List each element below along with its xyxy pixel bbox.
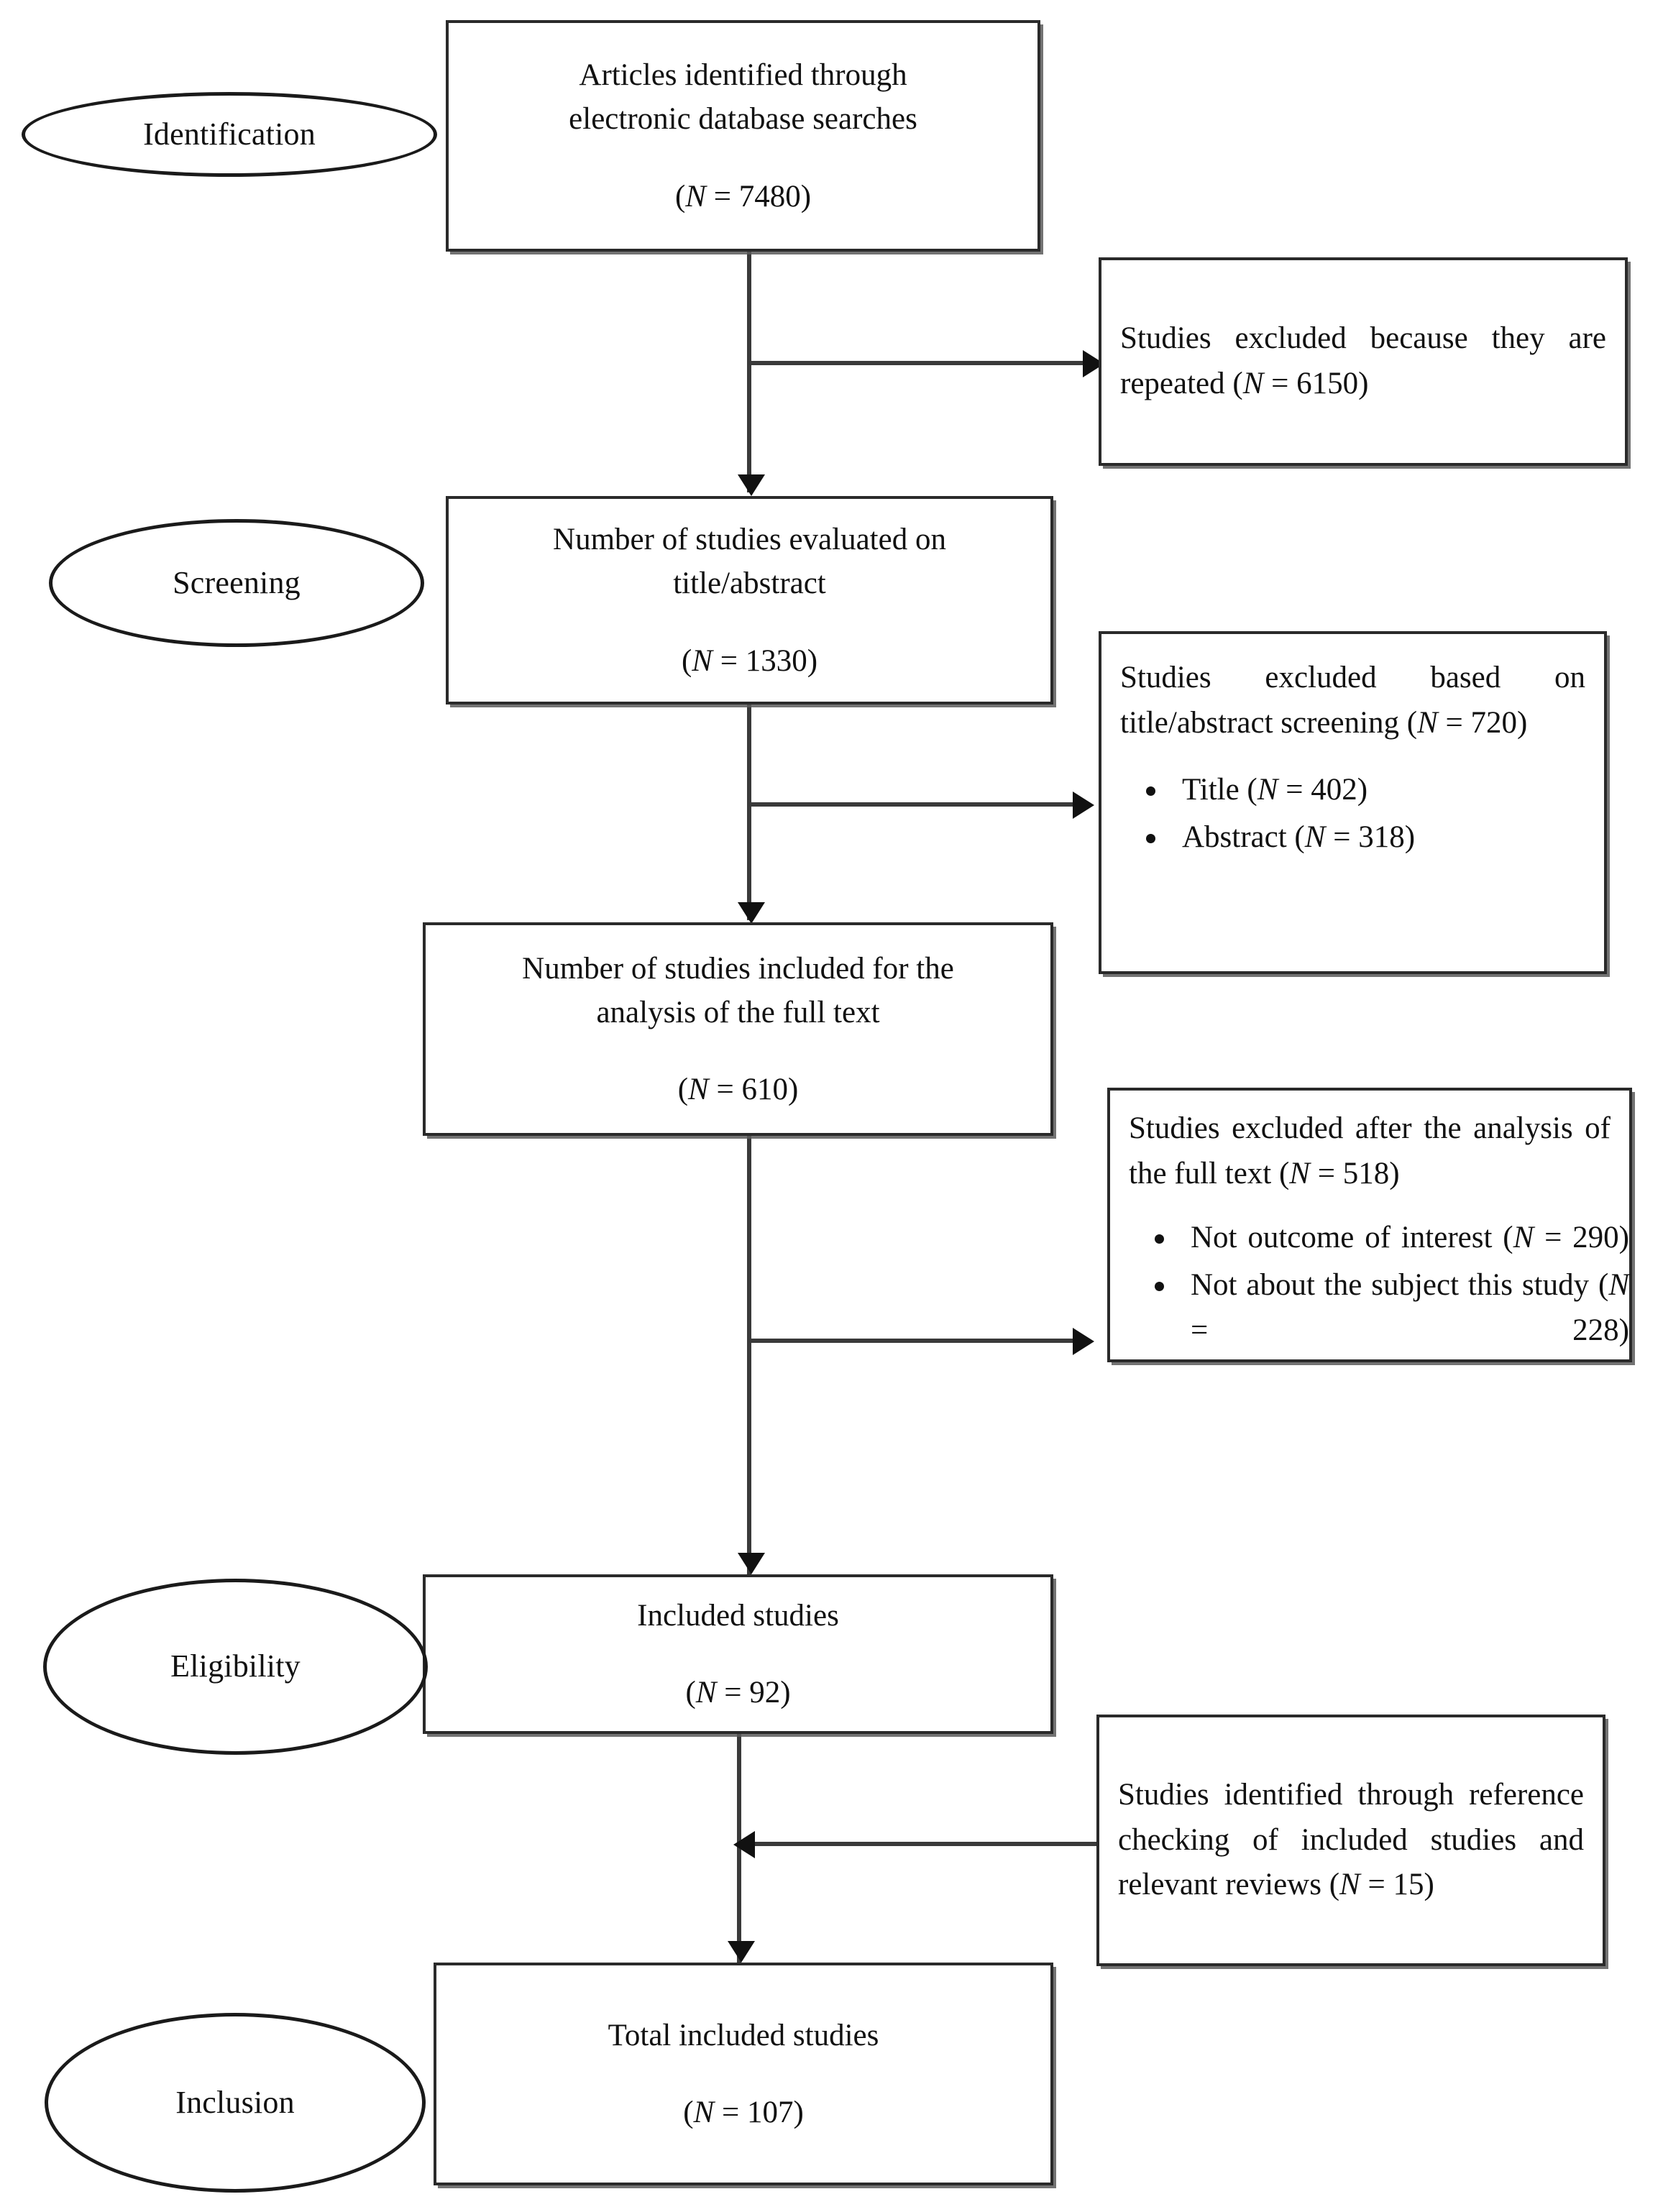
- screened-line-2: title/abstract: [673, 566, 826, 601]
- identified-line-2: electronic database searches: [569, 102, 917, 137]
- fulltext-line-1: Number of studies included for the: [522, 951, 954, 986]
- screened-count: (N = 1330): [681, 643, 818, 678]
- bullet-not-outcome: Not outcome of interest (N = 290): [1155, 1216, 1629, 1261]
- arrowhead-into-trunk-from-reference-checking: [733, 1831, 755, 1858]
- identified-line-1: Articles identified through: [579, 58, 907, 93]
- connector-reference-checking-to-trunk: [751, 1842, 1096, 1846]
- excluded-title-abstract-text: Studies excluded based on title/abstract…: [1120, 661, 1585, 740]
- arrowhead-into-screened: [738, 474, 765, 496]
- fulltext-line-2: analysis of the full text: [596, 995, 880, 1029]
- flow-box-fulltext: Number of studies included for the analy…: [423, 922, 1053, 1136]
- side-box-excluded-fulltext: Studies excluded after the analysis of t…: [1107, 1088, 1632, 1362]
- stage-label-identification: Identification: [143, 116, 316, 152]
- connector-to-excluded-fulltext: [747, 1339, 1085, 1343]
- flow-box-included: Included studies (N = 92): [423, 1574, 1053, 1734]
- arrowhead-into-excluded-fulltext: [1073, 1328, 1094, 1355]
- connector-to-excluded-repeated: [747, 361, 1096, 365]
- total-included-count: (N = 107): [683, 2096, 804, 2129]
- stage-ellipse-screening: Screening: [49, 519, 424, 647]
- connector-to-excluded-title-abstract: [747, 802, 1085, 807]
- stage-label-screening: Screening: [173, 564, 301, 600]
- flow-box-total-included: Total included studies (N = 107): [434, 1963, 1053, 2185]
- included-count: (N = 92): [685, 1676, 791, 1710]
- excluded-title-abstract-bullets: Title (N = 402) Abstract (N = 318): [1101, 768, 1604, 864]
- stage-label-inclusion: Inclusion: [175, 2084, 295, 2120]
- included-line-1: Included studies: [637, 1598, 839, 1633]
- side-box-excluded-repeated: Studies excluded because they are repeat…: [1099, 257, 1628, 466]
- screened-line-1: Number of studies evaluated on: [553, 523, 946, 557]
- stage-ellipse-eligibility: Eligibility: [43, 1579, 428, 1755]
- bullet-abstract: Abstract (N = 318): [1146, 815, 1604, 861]
- excluded-fulltext-text: Studies excluded after the analysis of t…: [1129, 1111, 1611, 1190]
- bullet-title: Title (N = 402): [1146, 768, 1604, 813]
- connector-screened-to-fulltext: [747, 701, 751, 920]
- stage-label-eligibility: Eligibility: [170, 1648, 301, 1684]
- connector-fulltext-to-included: [747, 1136, 751, 1585]
- arrowhead-into-fulltext: [738, 902, 765, 924]
- excluded-fulltext-bullets: Not outcome of interest (N = 290) Not ab…: [1110, 1216, 1629, 1357]
- stage-ellipse-identification: Identification: [22, 92, 437, 177]
- flow-box-screened: Number of studies evaluated on title/abs…: [446, 496, 1053, 705]
- bullet-not-subject: Not about the subject this study (N = 22…: [1155, 1263, 1629, 1354]
- stage-ellipse-inclusion: Inclusion: [45, 2013, 426, 2193]
- identified-count: (N = 7480): [674, 179, 812, 214]
- arrowhead-into-excluded-title-abstract: [1073, 791, 1094, 819]
- total-included-line-1: Total included studies: [608, 2018, 879, 2052]
- side-box-excluded-title-abstract: Studies excluded based on title/abstract…: [1099, 631, 1607, 974]
- arrowhead-into-included: [738, 1553, 765, 1574]
- excluded-repeated-text: Studies excluded because they are repeat…: [1120, 321, 1606, 400]
- flow-box-identified: Articles identified through electronic d…: [446, 20, 1040, 252]
- fulltext-count: (N = 610): [677, 1073, 799, 1107]
- side-box-reference-checking: Studies identified through reference che…: [1096, 1715, 1605, 1966]
- connector-identified-to-screened: [747, 252, 751, 492]
- reference-checking-text: Studies identified through reference che…: [1118, 1777, 1584, 1902]
- arrowhead-into-total-included: [728, 1941, 755, 1963]
